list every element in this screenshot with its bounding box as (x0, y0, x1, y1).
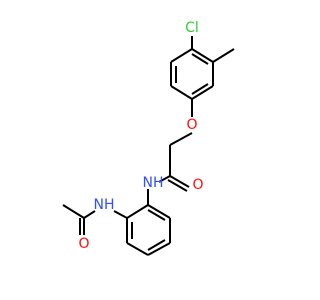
bond (169, 132, 193, 146)
bonds (62, 36, 235, 256)
bond (167, 179, 188, 192)
bond (169, 175, 190, 188)
bond (191, 48, 214, 63)
bond (147, 209, 166, 221)
amide-oxygen-label: O (192, 177, 203, 193)
bond (158, 175, 171, 183)
bond (170, 85, 193, 100)
acetamido-nh-label: NH (94, 197, 115, 213)
bond (147, 204, 171, 219)
molecule-svg: Cl O NH O NH O (62, 20, 235, 256)
bond (191, 85, 214, 100)
bond (191, 83, 209, 95)
bond (191, 53, 209, 65)
bond (147, 239, 166, 251)
bond (212, 48, 235, 63)
amide-nh-label: NH (143, 175, 164, 191)
ether-oxygen-label: O (186, 117, 197, 133)
bond (126, 242, 149, 256)
acetyl-oxygen-label: O (78, 236, 89, 252)
atom-labels: Cl O NH O NH O (78, 20, 203, 252)
bond (62, 204, 85, 219)
chlorine-label: Cl (185, 20, 199, 36)
bond (126, 204, 149, 219)
bond (170, 48, 193, 63)
bond (83, 210, 96, 219)
molecule-diagram: Cl O NH O NH O (62, 20, 235, 256)
bond (147, 242, 171, 256)
bond (113, 210, 128, 219)
